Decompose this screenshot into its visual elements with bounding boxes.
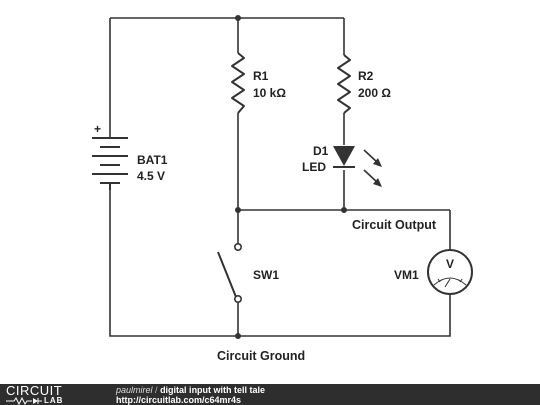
logo-circuit-icon bbox=[6, 397, 42, 405]
switch-ref-label: SW1 bbox=[253, 268, 279, 282]
footer-title-line: paulmirel / digital input with tell tale bbox=[116, 385, 265, 395]
voltmeter-symbol: V bbox=[446, 257, 454, 271]
logo-top-text: CIRCUIT bbox=[6, 383, 63, 398]
led-value-label: LED bbox=[302, 160, 326, 174]
resistor-r2[interactable]: R2 200 Ω bbox=[337, 54, 391, 114]
r2-ref-label: R2 bbox=[358, 69, 374, 83]
logo-bottom-text: LAB bbox=[44, 396, 64, 405]
led-ref-label: D1 bbox=[313, 144, 329, 158]
led-d1[interactable]: D1 LED bbox=[302, 144, 382, 187]
battery-bat1[interactable]: + BAT1 4.5 V bbox=[92, 122, 168, 190]
r1-ref-label: R1 bbox=[253, 69, 269, 83]
footer-bar: CIRCUIT LAB paulmirel / digital input wi… bbox=[0, 384, 540, 405]
battery-value-label: 4.5 V bbox=[137, 169, 165, 183]
circuit-title: digital input with tell tale bbox=[160, 385, 266, 395]
battery-ref-label: BAT1 bbox=[137, 153, 168, 167]
net-label-circuit-output: Circuit Output bbox=[352, 218, 437, 232]
resistor-r1[interactable]: R1 10 kΩ bbox=[231, 52, 286, 114]
footer-info: paulmirel / digital input with tell tale… bbox=[116, 385, 265, 405]
r1-value-label: 10 kΩ bbox=[253, 86, 286, 100]
voltmeter-vm1[interactable]: V VM1 bbox=[394, 249, 473, 295]
battery-plus-sign: + bbox=[94, 122, 101, 136]
circuit-url[interactable]: http://circuitlab.com/c64mr4s bbox=[116, 395, 242, 405]
net-label-circuit-ground: Circuit Ground bbox=[217, 349, 305, 363]
author-link[interactable]: paulmirel bbox=[116, 385, 153, 395]
title-separator: / bbox=[155, 385, 158, 395]
light-arrows-icon bbox=[363, 149, 382, 187]
circuitlab-logo[interactable]: CIRCUIT LAB bbox=[4, 384, 92, 405]
junction-dots bbox=[235, 15, 347, 339]
voltmeter-ref-label: VM1 bbox=[394, 268, 419, 282]
switch-sw1[interactable]: SW1 bbox=[217, 243, 279, 303]
circuit-schematic: + BAT1 4.5 V R1 10 kΩ R2 200 Ω D1 LED SW… bbox=[92, 15, 473, 363]
r2-value-label: 200 Ω bbox=[358, 86, 391, 100]
